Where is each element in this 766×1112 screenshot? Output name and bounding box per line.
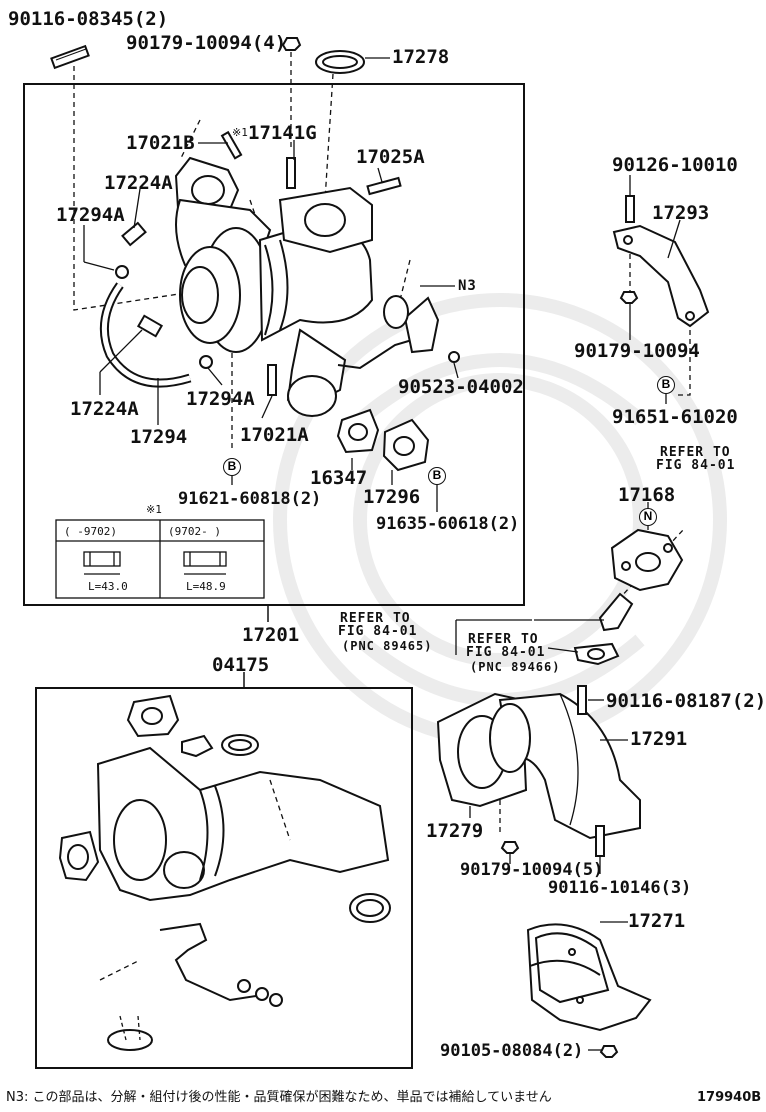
stud-90116-10146-icon bbox=[595, 825, 605, 857]
part-label-04175: 04175 bbox=[212, 654, 270, 676]
part-label-91621-60818: 91621-60818(2) bbox=[178, 489, 322, 509]
union-bolt-17224a-top-icon bbox=[121, 221, 147, 247]
stud-90116-08187-icon bbox=[577, 685, 587, 715]
marker-n: N bbox=[639, 508, 657, 526]
turbocharger-drawing bbox=[50, 37, 691, 835]
stud-17021a-icon bbox=[267, 364, 277, 396]
part-label-17294a-bottom: 17294A bbox=[186, 388, 255, 410]
refer-fig-c-line2: FIG 84-01 bbox=[466, 645, 546, 660]
bracket-17293-icon bbox=[612, 224, 710, 328]
bracket-17293-drawing bbox=[612, 195, 710, 340]
union-bolt-17224a-bottom-icon bbox=[136, 314, 164, 338]
note-mark-1: ※1 bbox=[232, 126, 248, 139]
nut-90105-08084-icon bbox=[599, 1045, 619, 1058]
part-label-17168: 17168 bbox=[618, 484, 676, 506]
part-label-90179-10094-5: 90179-10094(5) bbox=[460, 860, 604, 880]
part-label-17201: 17201 bbox=[242, 624, 300, 646]
gasket-17278-inner-icon bbox=[322, 55, 358, 69]
part-label-90179-10094-4: 90179-10094(4) bbox=[126, 32, 287, 54]
part-label-17294a-left: 17294A bbox=[56, 204, 125, 226]
leader-lines-upper bbox=[83, 57, 459, 512]
part-label-17279: 17279 bbox=[426, 820, 484, 842]
bolt-90126-10010-icon bbox=[625, 195, 635, 223]
stud-17021b-icon bbox=[220, 130, 243, 160]
marker-b-3: B bbox=[657, 376, 675, 394]
stud-table-col2-length: L=48.9 bbox=[186, 580, 226, 593]
refer-fig-c-line1: REFER TO bbox=[468, 632, 539, 647]
stud-17025a-icon bbox=[366, 176, 402, 196]
marker-b-1: B bbox=[223, 458, 241, 476]
part-label-16347: 16347 bbox=[310, 467, 368, 489]
part-label-17278: 17278 bbox=[392, 46, 450, 68]
part-label-90116-08187: 90116-08187(2) bbox=[606, 690, 766, 712]
refer-fig-a-line2: FIG 84-01 bbox=[656, 458, 736, 473]
refer-fig-b-line1: REFER TO bbox=[340, 611, 411, 626]
part-label-17271: 17271 bbox=[628, 910, 686, 932]
refer-fig-b-pnc: (PNC 89465) bbox=[342, 639, 433, 653]
stud-table-title: ※1 bbox=[146, 503, 162, 516]
refer-fig-a-line1: REFER TO bbox=[660, 445, 731, 460]
part-label-17293: 17293 bbox=[652, 202, 710, 224]
sensor-bracket-icon bbox=[403, 296, 440, 354]
part-label-17291: 17291 bbox=[630, 728, 688, 750]
stud-90116-08345-icon bbox=[50, 44, 90, 70]
part-label-91635-60618: 91635-60618(2) bbox=[376, 514, 520, 534]
part-label-90179-10094: 90179-10094 bbox=[574, 340, 700, 362]
part-label-n3: N3 bbox=[458, 278, 477, 294]
stud-17141g-icon bbox=[286, 157, 296, 189]
insulator-17271-icon bbox=[526, 923, 652, 1032]
gasket-kit-drawing bbox=[58, 694, 391, 1051]
stud-length-table bbox=[55, 519, 265, 599]
footer-note: N3: この部品は、分解・組付け後の性能・品質確保が困難なため、単品では補給して… bbox=[6, 1090, 552, 1105]
part-label-17021a: 17021A bbox=[240, 424, 309, 446]
sensor-flange-17168-drawing bbox=[573, 528, 684, 666]
part-label-17224a-top: 17224A bbox=[104, 172, 173, 194]
part-label-91651-61020: 91651-61020 bbox=[612, 406, 738, 428]
leader-lines-elbow bbox=[469, 699, 628, 874]
part-label-17224a-bottom: 17224A bbox=[70, 398, 139, 420]
stud-table-col2-header: (9702- ) bbox=[168, 525, 221, 538]
part-label-17296: 17296 bbox=[363, 486, 421, 508]
part-label-90116-08345: 90116-08345(2) bbox=[8, 8, 169, 30]
refer-fig-b-line2: FIG 84-01 bbox=[338, 624, 418, 639]
part-label-17021b: 17021B bbox=[126, 132, 195, 154]
leader-lines-sensor bbox=[455, 502, 649, 655]
heat-insulator-drawing bbox=[526, 923, 652, 1058]
marker-b-2: B bbox=[428, 467, 446, 485]
gasket-17294a-bottom-icon bbox=[199, 355, 213, 369]
gasket-17294a-left-icon bbox=[115, 265, 129, 279]
part-label-17294: 17294 bbox=[130, 426, 188, 448]
exhaust-elbow-drawing bbox=[436, 685, 641, 857]
refer-fig-c-pnc: (PNC 89466) bbox=[470, 660, 561, 674]
part-label-17025a: 17025A bbox=[356, 146, 425, 168]
part-label-90116-10146: 90116-10146(3) bbox=[548, 878, 692, 898]
leader-lines-insulator bbox=[588, 921, 628, 1051]
leader-lines-right bbox=[629, 175, 681, 404]
nut-90523-04002-icon bbox=[448, 351, 460, 363]
nut-90179-10094-icon bbox=[281, 37, 302, 51]
figure-id: 179940B bbox=[697, 1090, 762, 1105]
kit-gasket-small-icon bbox=[181, 734, 214, 758]
stud-table-col1-length: L=43.0 bbox=[88, 580, 128, 593]
gasket-kit-frame bbox=[35, 687, 413, 1069]
part-label-90126-10010: 90126-10010 bbox=[612, 154, 738, 176]
part-label-90523-04002: 90523-04002 bbox=[398, 376, 524, 398]
nut-90179-10094-5-icon bbox=[500, 841, 520, 854]
part-label-17141g: 17141G bbox=[248, 122, 317, 144]
turbo-assembly-frame bbox=[23, 83, 525, 606]
nut-90179-10094-right-icon bbox=[619, 291, 639, 304]
oxygen-sensor-icon bbox=[598, 592, 634, 632]
kit-gasket-bottom-icon bbox=[107, 1029, 153, 1051]
stud-table-col1-header: ( -9702) bbox=[64, 525, 117, 538]
kit-oil-pipe-icon bbox=[159, 922, 257, 1002]
part-label-90105-08084: 90105-08084(2) bbox=[440, 1041, 584, 1061]
